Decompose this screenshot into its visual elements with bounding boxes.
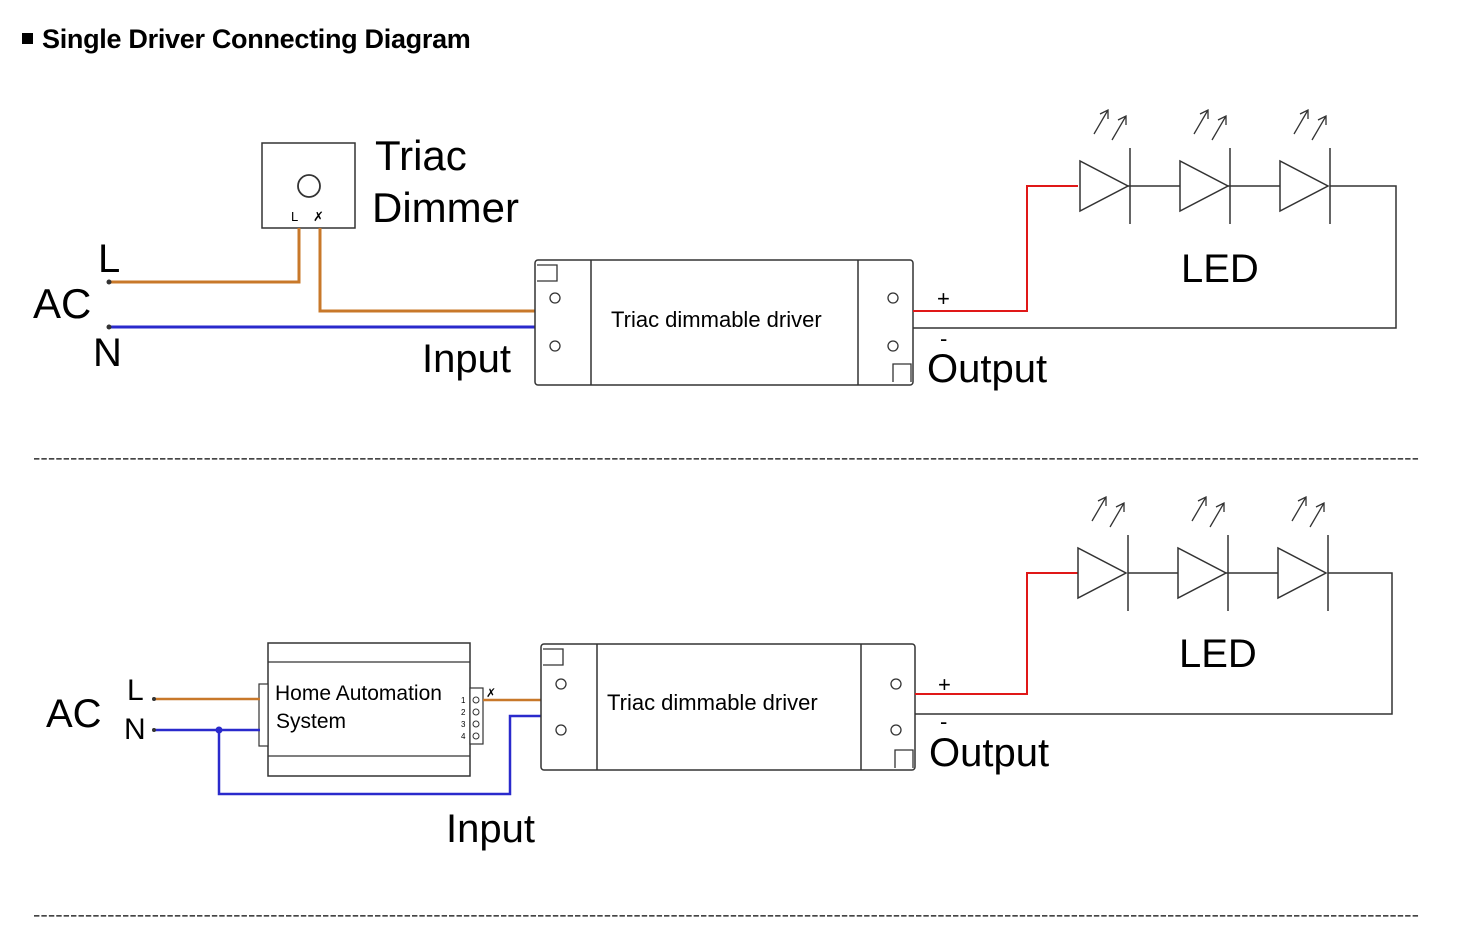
ac-l-label: L <box>98 237 120 281</box>
negative-wire-2 <box>915 572 1393 715</box>
minus-label: - <box>940 326 947 351</box>
dimmed-wire-to-driver <box>318 228 537 313</box>
ac-label-2: AC <box>46 692 102 736</box>
triac-driver: Triac dimmable driver <box>534 259 914 386</box>
led-2-icon <box>1179 109 1231 225</box>
input-label-2: Input <box>446 807 535 851</box>
led-4-icon <box>1077 496 1129 612</box>
triac-dimmer: L ✗ <box>261 142 356 229</box>
ha-label-2: System <box>276 710 346 733</box>
dimmer-label-2: Dimmer <box>372 184 519 231</box>
separator-2: ----------------------------------------… <box>33 907 1419 924</box>
led-label: LED <box>1181 247 1259 291</box>
dimmer-terminal-dim: ✗ <box>313 209 324 224</box>
diagram-heading: Single Driver Connecting Diagram <box>22 24 471 55</box>
led-6-icon <box>1277 496 1329 612</box>
output-label-2: Output <box>929 731 1049 775</box>
live-wire-to-dimmer <box>109 228 301 284</box>
ac-n-label-2: N <box>124 713 146 746</box>
output-label: Output <box>927 347 1047 391</box>
diagram-2: AC L N 1 2 3 4 ✗ Home Automation System <box>46 496 1393 851</box>
plus-label: + <box>937 286 950 311</box>
ha-label-1: Home Automation <box>275 682 442 705</box>
ha-pin-4: 4 <box>461 732 466 741</box>
diagram-1: L ✗ Triac Dimmer L AC N Input Triac dimm… <box>33 109 1397 391</box>
ha-dim-terminal: ✗ <box>486 686 496 700</box>
input-label: Input <box>422 337 511 381</box>
neutral-wire-to-driver <box>217 714 541 796</box>
ha-pin-3: 3 <box>461 720 466 729</box>
negative-wire <box>913 185 1397 329</box>
home-automation-system: 1 2 3 4 ✗ Home Automation System <box>258 642 496 777</box>
dimmer-terminal-l: L <box>291 209 298 224</box>
ha-pin-1: 1 <box>461 696 466 705</box>
minus-label-2: - <box>940 709 947 734</box>
bullet-icon <box>22 33 33 44</box>
ha-pin-2: 2 <box>461 708 466 717</box>
separator-1: ----------------------------------------… <box>33 450 1419 467</box>
led-3-icon <box>1279 109 1331 225</box>
triac-driver-2: Triac dimmable driver <box>540 643 916 771</box>
driver-label: Triac dimmable driver <box>611 307 822 332</box>
ac-n-label: N <box>93 331 122 375</box>
ac-label: AC <box>33 280 91 327</box>
dimmer-knob-icon <box>297 174 321 198</box>
heading-text: Single Driver Connecting Diagram <box>42 24 471 54</box>
led-1-icon <box>1079 109 1131 225</box>
led-label-2: LED <box>1179 632 1257 676</box>
positive-wire-2 <box>915 572 1078 695</box>
plus-label-2: + <box>938 672 951 697</box>
ac-l-label-2: L <box>127 674 144 707</box>
positive-wire <box>913 185 1078 312</box>
driver-label-2: Triac dimmable driver <box>607 690 818 715</box>
dimmer-label-1: Triac <box>375 132 467 179</box>
led-5-icon <box>1177 496 1229 612</box>
